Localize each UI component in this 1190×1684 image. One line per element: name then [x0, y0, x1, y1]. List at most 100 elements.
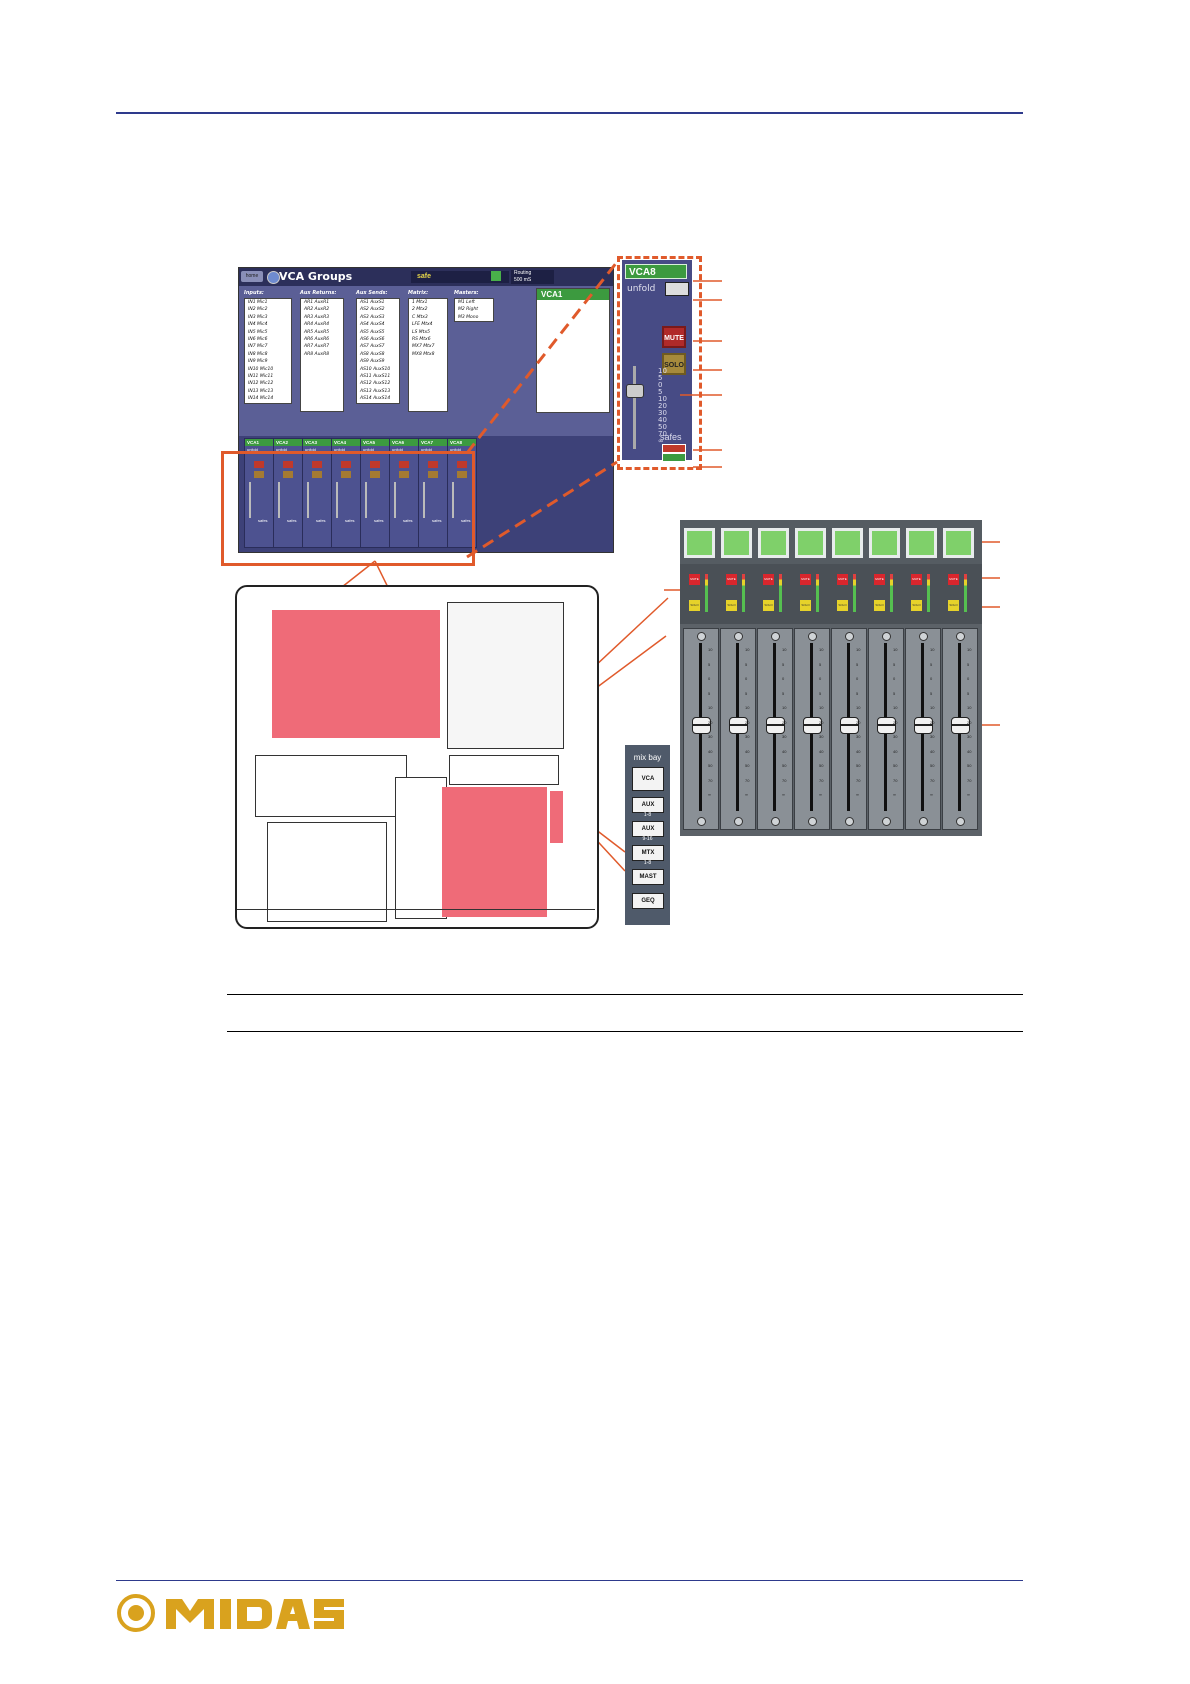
geq-button[interactable]: GEQ: [632, 893, 664, 909]
bank-mute-button[interactable]: MUTE: [800, 574, 811, 585]
bank-solo-button[interactable]: SOLO: [837, 600, 848, 611]
list-item[interactable]: AS8 AuxS8: [360, 351, 385, 357]
vca-button[interactable]: VCA: [632, 767, 664, 791]
list-item[interactable]: IN3 Mic3: [248, 314, 268, 320]
bank-solo-button[interactable]: SOLO: [874, 600, 885, 611]
strip-solo-button[interactable]: [399, 471, 409, 478]
aux-9-16-button[interactable]: AUX: [632, 821, 664, 837]
strip-unfold[interactable]: unfold: [276, 447, 287, 452]
strip-solo-button[interactable]: [283, 471, 293, 478]
bank-fader-cap[interactable]: [840, 717, 859, 734]
strip-fader[interactable]: [249, 482, 251, 518]
bank-mute-button[interactable]: MUTE: [911, 574, 922, 585]
home-button[interactable]: home: [241, 271, 263, 282]
list-item[interactable]: IN13 Mic13: [248, 388, 274, 394]
bank-fader-cap[interactable]: [803, 717, 822, 734]
strip-mute-button[interactable]: [399, 461, 409, 468]
list-item[interactable]: AS4 AuxS4: [360, 322, 385, 328]
unfold-button[interactable]: [665, 282, 689, 296]
bank-solo-button[interactable]: SOLO: [911, 600, 922, 611]
list-item[interactable]: M1 Left: [458, 300, 475, 305]
list-item[interactable]: AR6 AuxR6: [304, 337, 330, 343]
list-item[interactable]: AR1 AuxR1: [304, 300, 330, 305]
fader-knob[interactable]: [626, 384, 644, 398]
bank-solo-button[interactable]: SOLO: [800, 600, 811, 611]
list-item[interactable]: AS11 AuxS11: [360, 374, 391, 380]
strip-solo-button[interactable]: [312, 471, 322, 478]
strip-fader[interactable]: [394, 482, 396, 518]
strip-unfold[interactable]: unfold: [334, 447, 345, 452]
list-item[interactable]: RS Mtx6: [412, 337, 431, 343]
list-item[interactable]: IN14 Mic14: [248, 396, 274, 402]
bank-fader-cap[interactable]: [877, 717, 896, 734]
strip-unfold[interactable]: unfold: [392, 447, 403, 452]
list-item[interactable]: AS13 AuxS13: [360, 388, 391, 394]
list-item[interactable]: AR4 AuxR4: [304, 322, 330, 328]
strip-mute-button[interactable]: [283, 461, 293, 468]
list-item[interactable]: IN9 Mic9: [248, 359, 268, 365]
list-item[interactable]: LFE Mtx4: [412, 322, 433, 328]
bank-solo-button[interactable]: SOLO: [763, 600, 774, 611]
list-item[interactable]: M2 Right: [458, 307, 479, 313]
strip-mute-button[interactable]: [457, 461, 467, 468]
bank-mute-button[interactable]: MUTE: [726, 574, 737, 585]
strip-unfold[interactable]: unfold: [450, 447, 461, 452]
strip-mute-button[interactable]: [370, 461, 380, 468]
bank-mute-button[interactable]: MUTE: [689, 574, 700, 585]
list-item[interactable]: AR3 AuxR3: [304, 314, 330, 320]
list-item[interactable]: MX8 Mtx8: [412, 351, 435, 357]
strip-solo-button[interactable]: [428, 471, 438, 478]
bank-fader-cap[interactable]: [914, 717, 933, 734]
bank-mute-button[interactable]: MUTE: [874, 574, 885, 585]
list-item[interactable]: AR5 AuxR5: [304, 329, 330, 335]
bank-mute-button[interactable]: MUTE: [948, 574, 959, 585]
solo-button[interactable]: SOLO: [662, 353, 686, 375]
aux-1-8-button[interactable]: AUX: [632, 797, 664, 813]
strip-unfold[interactable]: unfold: [247, 447, 258, 452]
list-item[interactable]: AS6 AuxS6: [360, 337, 385, 343]
bank-fader-cap[interactable]: [729, 717, 748, 734]
list-item[interactable]: AR8 AuxR8: [304, 351, 330, 357]
strip-solo-button[interactable]: [370, 471, 380, 478]
list-item[interactable]: AS3 AuxS3: [360, 314, 385, 320]
list-item[interactable]: AS1 AuxS1: [360, 300, 385, 305]
list-item[interactable]: C Mtx3: [412, 314, 428, 320]
list-item[interactable]: 2 Mtx2: [412, 307, 428, 313]
list-item[interactable]: AR7 AuxR7: [304, 344, 330, 350]
list-item[interactable]: AS7 AuxS7: [360, 344, 385, 350]
list-item[interactable]: IN1 Mic1: [248, 300, 268, 305]
list-item[interactable]: IN5 Mic5: [248, 329, 268, 335]
bank-solo-button[interactable]: SOLO: [689, 600, 700, 611]
bank-solo-button[interactable]: SOLO: [948, 600, 959, 611]
mast-button[interactable]: MAST: [632, 869, 664, 885]
list-item[interactable]: IN10 Mic10: [248, 366, 274, 372]
bank-mute-button[interactable]: MUTE: [837, 574, 848, 585]
bank-mute-button[interactable]: MUTE: [763, 574, 774, 585]
bank-fader-cap[interactable]: [766, 717, 785, 734]
mute-button[interactable]: MUTE: [662, 326, 686, 348]
list-item[interactable]: AS14 AuxS14: [360, 396, 391, 402]
strip-solo-button[interactable]: [457, 471, 467, 478]
list-item[interactable]: M3 Mono: [458, 314, 479, 320]
list-item[interactable]: AS2 AuxS2: [360, 307, 385, 313]
safe-fader-button[interactable]: [662, 453, 686, 462]
list-item[interactable]: IN7 Mic7: [248, 344, 268, 350]
list-item[interactable]: IN2 Mic2: [248, 307, 268, 313]
strip-mute-button[interactable]: [312, 461, 322, 468]
strip-fader[interactable]: [307, 482, 309, 518]
strip-solo-button[interactable]: [254, 471, 264, 478]
list-item[interactable]: LS Mtx5: [412, 329, 430, 335]
list-item[interactable]: IN11 Mic11: [248, 374, 274, 380]
strip-mute-button[interactable]: [254, 461, 264, 468]
list-item[interactable]: AR2 AuxR2: [304, 307, 330, 313]
list-item[interactable]: AS9 AuxS9: [360, 359, 385, 365]
strip-solo-button[interactable]: [341, 471, 351, 478]
list-item[interactable]: IN6 Mic6: [248, 337, 268, 343]
strip-unfold[interactable]: unfold: [305, 447, 316, 452]
